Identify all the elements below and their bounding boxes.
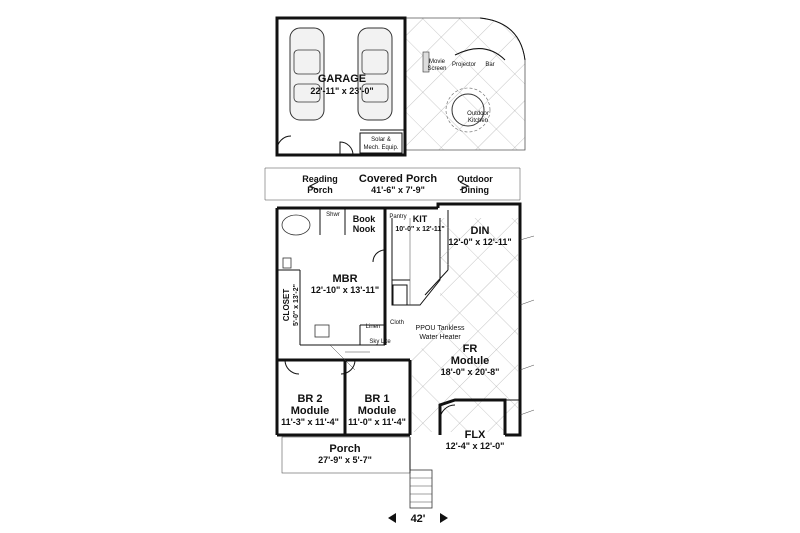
- entry-steps: [409, 469, 433, 509]
- solar-label-1: Solar &: [371, 137, 391, 143]
- water-heater-label-1: PPOU Tankless: [416, 325, 465, 332]
- outdoor-kitchen-label-2: Kitchen: [468, 118, 488, 124]
- cloth-label: Cloth: [390, 320, 404, 326]
- pantry-label: Pantry: [389, 214, 406, 220]
- book-nook-label-2: Nook: [353, 224, 376, 234]
- arrow-left-icon: [388, 513, 396, 523]
- linen-label: Linen: [366, 324, 381, 330]
- overall-width-label: 42': [411, 513, 426, 525]
- fr-label-1: FR: [463, 343, 478, 355]
- movie-screen-label-2: Screen: [427, 66, 446, 72]
- book-nook-label-1: Book: [353, 214, 376, 224]
- shwr-label: Shwr: [326, 212, 340, 218]
- garage-dims: 22'-11" x 23'-0": [310, 86, 373, 96]
- sink-icon: [314, 324, 330, 338]
- porch-dims: 27'-9" x 5'-7": [318, 455, 372, 465]
- car-icon: [357, 27, 393, 121]
- car-icon: [289, 27, 325, 121]
- br2-dims: 11'-3" x 11'-4": [281, 417, 339, 427]
- br1-label-2: Module: [358, 405, 397, 417]
- projector-label: Projector: [452, 62, 476, 68]
- reading-porch-label-2: Porch: [307, 185, 333, 195]
- sky-lite-label: Sky Lite: [369, 339, 391, 345]
- patio-area: [404, 17, 526, 151]
- din-label: DIN: [471, 225, 490, 237]
- covered-porch-dims: 41'-6" x 7'-9": [371, 185, 425, 195]
- mbr-dims: 12'-10" x 13'-11": [311, 285, 379, 295]
- porch-label: Porch: [329, 443, 360, 455]
- flx-label: FLX: [465, 429, 486, 441]
- water-heater-label-2: Water Heater: [419, 334, 461, 341]
- closet-dims: 5'-0" x 13'-2": [293, 284, 300, 326]
- arrow-right-icon: [440, 513, 448, 523]
- bathtub-icon: [281, 214, 311, 236]
- covered-porch-zone: [264, 167, 521, 201]
- house-walls: [275, 202, 535, 437]
- solar-equipment-closet: [359, 132, 403, 154]
- br2-label-2: Module: [291, 405, 330, 417]
- bar-label: Bar: [485, 62, 494, 68]
- closet-label: CLOSET: [282, 289, 291, 322]
- garage-label: GARAGE: [318, 73, 366, 85]
- mbr-label: MBR: [332, 273, 357, 285]
- din-dims: 12'-0" x 12'-11": [448, 237, 511, 247]
- outdoor-kitchen-island: [451, 93, 485, 127]
- arrow-icon: [459, 181, 470, 191]
- kit-dims: 10'-0" x 12'-11": [395, 226, 444, 233]
- fr-label-2: Module: [451, 355, 490, 367]
- fr-dims: 18'-0" x 20'-8": [441, 367, 500, 377]
- outdoor-dining-label-2: Dining: [461, 185, 489, 195]
- movie-screen: [422, 51, 430, 73]
- front-porch-zone: [281, 436, 433, 509]
- overall-width-dimension: 42': [388, 513, 448, 525]
- br2-label-1: BR 2: [297, 393, 322, 405]
- movie-screen-label-1: Movie: [429, 59, 446, 65]
- covered-porch-label: Covered Porch: [359, 173, 438, 185]
- kit-label: KIT: [413, 214, 428, 224]
- reading-porch-label-1: Reading: [302, 174, 338, 184]
- outdoor-dining-label-1: Outdoor: [457, 174, 493, 184]
- flx-dims: 12'-4" x 12'-0": [446, 441, 505, 451]
- br1-label-1: BR 1: [364, 393, 389, 405]
- solar-label-2: Mech. Equip.: [363, 145, 398, 151]
- toilet-icon: [282, 257, 292, 269]
- outdoor-kitchen-label-1: Outdoor: [467, 111, 489, 117]
- arrow-icon: [308, 181, 319, 191]
- garage-zone: [275, 16, 407, 157]
- br1-dims: 11'-0" x 11'-4": [348, 417, 406, 427]
